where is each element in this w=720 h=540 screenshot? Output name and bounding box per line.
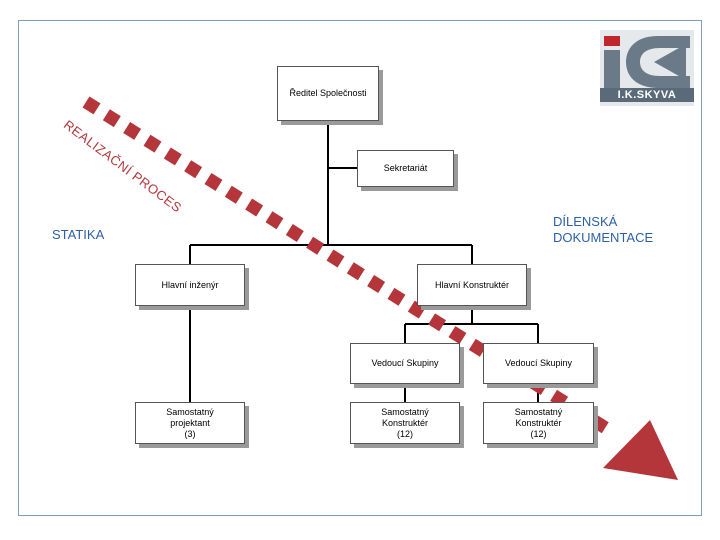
process-arrow-shaft — [82, 96, 616, 438]
slide-frame — [18, 20, 702, 516]
node-secretariat: Sekretariát — [357, 150, 454, 187]
node-group-leader-2: Vedoucí Skupiny — [483, 343, 594, 384]
process-arrow — [82, 96, 678, 480]
dilenska-dokumentace-label: DÍLENSKÁ DOKUMENTACE — [553, 214, 654, 245]
node-designer-right: Samostatný Konstruktér (12) — [483, 402, 594, 444]
node-chief-designer: Hlavní Konstruktér — [417, 264, 527, 306]
node-chief-engineer: Hlavní inženýr — [135, 264, 245, 306]
node-group-leader-1: Vedoucí Skupiny — [350, 343, 460, 384]
node-director: Ředitel Společnosti — [277, 66, 379, 121]
node-designer-mid: Samostatný Konstruktér (12) — [350, 402, 460, 444]
statika-label: STATIKA — [52, 227, 105, 242]
company-logo-text: I.K.SKYVA — [600, 88, 694, 102]
process-arrow-head — [603, 420, 678, 480]
node-designer-left: Samostatný projektant (3) — [135, 402, 245, 444]
